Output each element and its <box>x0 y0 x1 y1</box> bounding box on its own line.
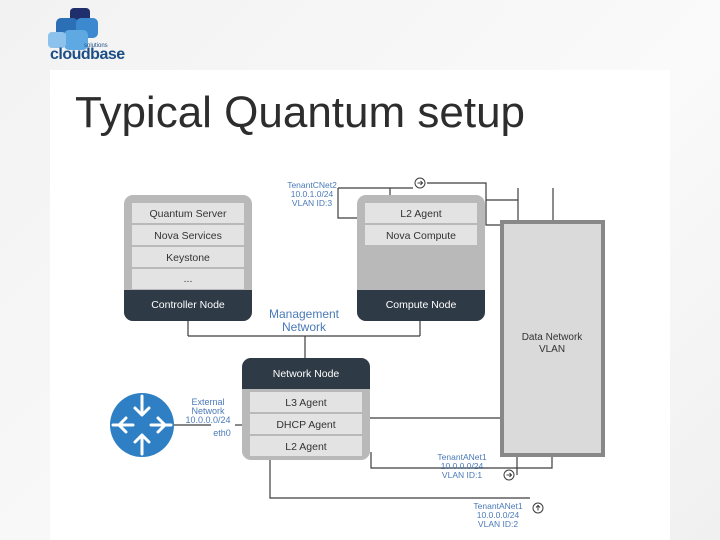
controller-item-quantum-server: Quantum Server <box>149 208 227 220</box>
tenant-a-net1-b-vlan: VLAN ID:2 <box>478 519 518 529</box>
data-network: Data Network VLAN <box>500 220 605 457</box>
compute-node: L2 Agent Nova Compute Compute Node <box>357 195 485 321</box>
compute-item-nova-compute: Nova Compute <box>386 230 456 242</box>
controller-item-keystone: Keystone <box>166 252 210 264</box>
tenant-a-net1-b-name: TenantANet1 <box>473 501 522 511</box>
tenant-a-net1-vlan: VLAN ID:1 <box>442 470 482 480</box>
management-network-label-line2: Network <box>282 320 327 334</box>
controller-node-label: Controller Node <box>151 299 225 311</box>
router-icon <box>110 393 174 457</box>
network-item-l2-agent: L2 Agent <box>285 441 327 453</box>
compute-node-label: Compute Node <box>386 299 457 311</box>
tenant-a-net1-name: TenantANet1 <box>437 452 486 462</box>
external-network-iface: eth0 <box>213 428 231 438</box>
external-network-line2: Network <box>191 406 225 416</box>
tenant-a-net1-subnet: 10.0.0.0/24 <box>441 461 484 471</box>
network-node: Network Node L3 Agent DHCP Agent L2 Agen… <box>242 358 370 460</box>
circle-arrow-icon <box>532 502 544 514</box>
circle-arrow-icon <box>414 177 426 189</box>
external-network-line1: External <box>191 397 224 407</box>
external-network-subnet: 10.0.0.0/24 <box>185 415 230 425</box>
cloudbase-logo-icon <box>48 8 98 50</box>
tenant-net2-name: TenantCNet2 <box>287 180 337 190</box>
controller-node: Quantum Server Nova Services Keystone ..… <box>124 195 252 321</box>
page-title: Typical Quantum setup <box>75 88 526 137</box>
management-network-label-line1: Management <box>269 307 340 321</box>
tenant-a-net1-b-subnet: 10.0.0.0/24 <box>477 510 520 520</box>
tenant-net2-vlan: VLAN ID:3 <box>292 198 332 208</box>
compute-item-l2-agent: L2 Agent <box>400 208 442 220</box>
network-node-label: Network Node <box>273 368 340 380</box>
data-network-label-line2: VLAN <box>539 344 565 355</box>
tenant-net2-label: TenantCNet2 10.0.1.0/24 VLAN ID:3 <box>287 180 337 208</box>
network-item-dhcp-agent: DHCP Agent <box>276 419 335 431</box>
circle-arrow-icon <box>503 469 515 481</box>
controller-item-nova-services: Nova Services <box>154 230 222 242</box>
tenant-a-net1-b-label: TenantANet1 10.0.0.0/24 VLAN ID:2 <box>473 501 522 529</box>
tenant-a-net1-label: TenantANet1 10.0.0.0/24 VLAN ID:1 <box>437 452 486 480</box>
network-item-l3-agent: L3 Agent <box>285 397 327 409</box>
tenant-net2-subnet: 10.0.1.0/24 <box>291 189 334 199</box>
logo-text: cloudbase <box>50 46 125 63</box>
controller-item-ellipsis: ... <box>184 273 193 285</box>
external-network-label: External Network 10.0.0.0/24 eth0 <box>185 397 230 438</box>
data-network-label-line1: Data Network <box>522 332 584 343</box>
logo-subtext: solutions <box>84 43 108 49</box>
